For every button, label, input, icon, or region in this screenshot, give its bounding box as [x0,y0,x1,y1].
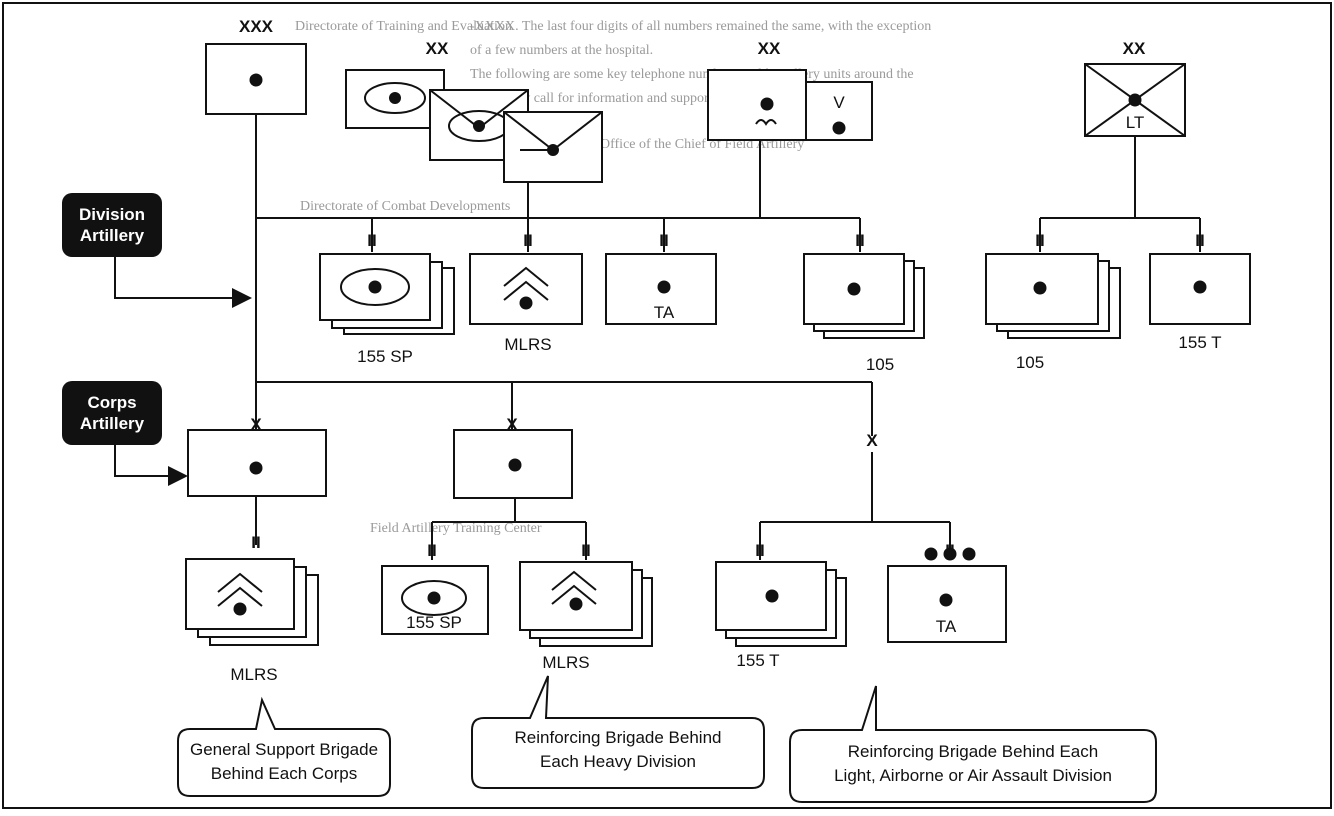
bg-line-3: The following are some key telephone num… [470,67,914,82]
svg-text:II: II [523,231,532,250]
svg-text:II: II [1195,231,1204,250]
callout-reinforcing-heavy [471,675,765,789]
brigade-general-support [187,429,327,497]
brigade-heavy [453,429,573,499]
unit-label: MLRS [504,335,551,354]
callout-reinforcing-light-text: Reinforcing Brigade Behind Each Light, A… [794,740,1152,788]
battalion-ta-top: TA [605,253,717,325]
battalion-155sp-bottom: 155 SP [381,565,489,635]
svg-text:X: X [866,431,878,450]
svg-text:II: II [1035,231,1044,250]
division-hq-1: XX [345,39,603,183]
battalion-105-mid: 105 [803,253,925,374]
svg-text:II: II [251,533,260,552]
battalion-155sp-top: 155 SP [319,253,455,366]
unit-label: 105 [1016,353,1044,372]
division-echelon-1: XX [426,39,449,58]
unit-label: 155 T [1178,333,1221,352]
callout-line: Behind Each Corps [210,763,358,783]
battalion-155t-bottom: 155 T [715,561,847,670]
battalion-marks-top: II II II II II II [367,231,1204,250]
division-artillery-label: Division Artillery [62,193,162,257]
svg-text:II: II [367,231,376,250]
svg-text:II: II [427,541,436,560]
artillery-dot [249,73,263,87]
battalion-ta-bottom: TA [887,547,1007,643]
unit-label: TA [654,303,675,322]
unit-label: MLRS [230,665,277,684]
bg-line-1: -XXXX. The last four digits of all numbe… [470,19,931,34]
unit-label: TA [936,617,957,636]
bg-line-2: of a few numbers at the hospital. [470,43,653,58]
v-marker-label: V [833,93,845,112]
battalion-mlrs-top: MLRS [469,253,583,354]
unit-label: 155 T [736,651,779,670]
battalion-mlrs-bottom: MLRS [519,561,653,672]
battalion-155t-right: 155 T [1149,253,1251,352]
unit-label: 105 [866,355,894,374]
battalion-105-right: 105 [985,253,1121,372]
lt-label: LT [1126,113,1145,132]
division-echelon-3: XX [1123,39,1146,58]
corps-echelon: XXX [239,17,274,36]
division-artillery-arrow [114,257,252,308]
bg-line-8: Field Artillery Training Center [370,521,542,536]
corps-artillery-line-2: Artillery [79,414,145,433]
callout-line: Reinforcing Brigade Behind [514,728,722,747]
bg-line-5: Directorate of Training and Evaluation [295,19,512,34]
division-artillery-line-1: Division [78,204,146,224]
callout-line: General Support Brigade [189,740,379,759]
division-artillery-line-2: Artillery [79,226,145,245]
corps-artillery-line-1: Corps [87,392,137,412]
callout-line: Light, Airborne or Air Assault Division [834,765,1112,785]
svg-text:II: II [755,541,764,560]
svg-text:II: II [855,231,864,250]
corps-hq-unit: XXX [205,17,307,115]
callout-line: Each Heavy Division [540,751,696,771]
corps-artillery-arrow [114,445,188,486]
division-hq-2: XX V V [707,39,873,141]
unit-label: 155 SP [406,613,462,632]
callout-line: Reinforcing Brigade Behind Each [847,742,1099,761]
corps-artillery-label: Corps Artillery [62,381,162,445]
callout-general-support [177,696,391,797]
division-echelon-2: XX [758,39,781,58]
callout-reinforcing-heavy-text: Reinforcing Brigade Behind Each Heavy Di… [476,726,760,774]
battalion-marks-bottom: II II II II II [251,533,954,560]
division-hq-3: XX LT [1084,39,1186,137]
unit-label: 155 SP [357,347,413,366]
svg-text:II: II [581,541,590,560]
svg-text:II: II [659,231,668,250]
unit-label: MLRS [542,653,589,672]
bg-line-4: world may call for information and suppo… [470,91,716,106]
callout-general-support-text: General Support Brigade Behind Each Corp… [182,738,386,786]
battalion-mlrs-bl: MLRS [185,558,319,684]
bg-line-7: Directorate of Combat Developments [300,199,510,214]
callout-reinforcing-light [789,685,1157,803]
